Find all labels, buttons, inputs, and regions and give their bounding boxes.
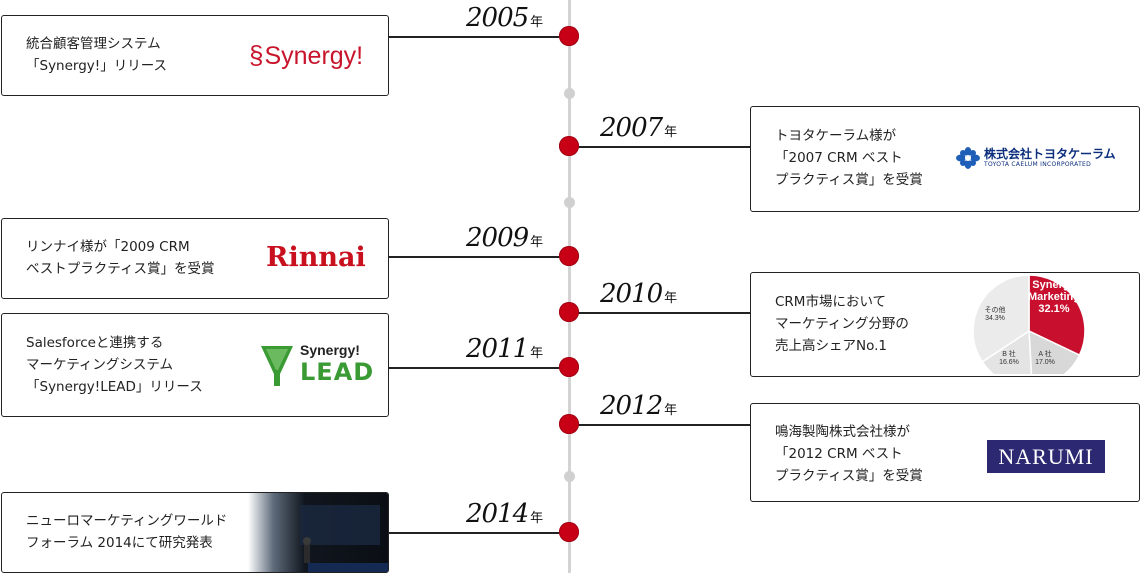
connector-line xyxy=(389,532,559,534)
pie-category-label: Synergy xyxy=(1032,279,1076,291)
synergy-logo: §Synergy! xyxy=(249,40,363,71)
pie-category-label: B 社 xyxy=(1002,349,1016,358)
timeline-minor-dot xyxy=(564,88,575,99)
pie-value-label: 34.3% xyxy=(985,315,1005,322)
pie-category-label: A 社 xyxy=(1038,349,1051,358)
timeline-dot-2010 xyxy=(559,302,579,322)
connector-line xyxy=(389,367,559,369)
timeline-dot-2012 xyxy=(559,414,579,434)
timeline-dot-2011 xyxy=(559,357,579,377)
rinnai-logo: Rinnai xyxy=(266,242,366,273)
timeline-minor-dot xyxy=(564,471,575,482)
event-card-2005: 統合顧客管理システム 「Synergy!」リリース §Synergy! xyxy=(1,15,389,96)
connector-line xyxy=(579,424,750,426)
event-text: CRM市場において マーケティング分野の 売上高シェアNo.1 xyxy=(775,291,909,357)
pie-value-label: 32.1% xyxy=(1038,303,1069,315)
lead-funnel-icon xyxy=(260,344,294,388)
timeline-dot-2014 xyxy=(559,522,579,542)
timeline-dot-2005 xyxy=(559,26,579,46)
synergy-lead-logo: Synergy! LEAD xyxy=(260,342,375,392)
event-card-2014: ニューロマーケティングワールド フォーラム 2014にて研究発表 xyxy=(1,492,389,573)
event-card-2012: 鳴海製陶株式会社様が 「2012 CRM ベスト プラクティス賞」を受賞 NAR… xyxy=(750,403,1140,502)
timeline-minor-dot xyxy=(564,197,575,208)
pie-value-label: 17.0% xyxy=(1035,359,1055,366)
event-card-2007: トヨタケーラム様が 「2007 CRM ベスト プラクティス賞」を受賞 株式会社… xyxy=(750,106,1140,212)
toyota-caelum-flower-icon xyxy=(955,147,981,169)
timeline-dot-2009 xyxy=(559,246,579,266)
narumi-logo: NARUMI xyxy=(987,440,1105,473)
event-text: 統合顧客管理システム 「Synergy!」リリース xyxy=(26,33,167,77)
event-text: トヨタケーラム様が 「2007 CRM ベスト プラクティス賞」を受賞 xyxy=(775,125,923,191)
synergy-swirl-icon: § xyxy=(249,40,263,70)
pie-value-label: 16.6% xyxy=(999,359,1019,366)
toyota-caelum-logo: 株式会社トヨタケーラム TOYOTA CAELUM INCORPORATED xyxy=(955,147,1116,169)
timeline-axis xyxy=(568,0,571,573)
timeline-dot-2007 xyxy=(559,136,579,156)
event-card-2011: Salesforceと連携する マーケティングシステム 「Synergy!LEA… xyxy=(1,313,389,417)
connector-line xyxy=(579,146,750,148)
event-text: リンナイ様が「2009 CRM ベストプラクティス賞」を受賞 xyxy=(26,236,214,280)
connector-line xyxy=(389,256,559,258)
event-text: ニューロマーケティングワールド フォーラム 2014にて研究発表 xyxy=(26,510,227,554)
presentation-photo xyxy=(248,493,389,573)
connector-line xyxy=(389,36,559,38)
pie-category-label: Marketing xyxy=(1028,291,1080,303)
connector-line xyxy=(579,312,750,314)
event-text: 鳴海製陶株式会社様が 「2012 CRM ベスト プラクティス賞」を受賞 xyxy=(775,421,923,487)
event-card-2009: リンナイ様が「2009 CRM ベストプラクティス賞」を受賞 Rinnai xyxy=(1,218,389,299)
event-text: Salesforceと連携する マーケティングシステム 「Synergy!LEA… xyxy=(26,332,203,398)
pie-category-label: その他 xyxy=(985,305,1006,314)
